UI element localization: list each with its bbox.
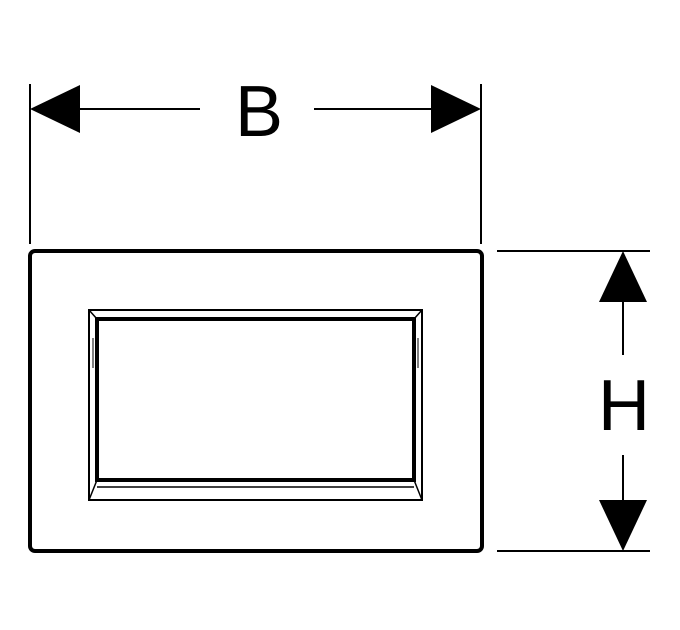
width-arrowhead-left <box>30 85 80 133</box>
height-arrowhead-top <box>599 251 647 302</box>
width-dimension: B <box>29 72 482 244</box>
inner-button <box>88 309 423 501</box>
inner-button-bevel-top-right <box>413 309 423 320</box>
height-label: H <box>598 366 650 446</box>
inner-button-bevel-top-left <box>88 309 98 320</box>
inner-button-bevel-bottom-right <box>413 479 423 501</box>
width-arrowhead-right <box>431 85 481 133</box>
height-arrowhead-bottom <box>599 500 647 551</box>
height-dimension: H <box>497 250 650 552</box>
inner-button-outer-frame <box>88 309 423 501</box>
width-label: B <box>235 72 283 152</box>
outer-plate <box>28 249 484 553</box>
inner-button-bevel-bottom-left <box>88 479 98 501</box>
inner-button-face <box>95 317 416 482</box>
